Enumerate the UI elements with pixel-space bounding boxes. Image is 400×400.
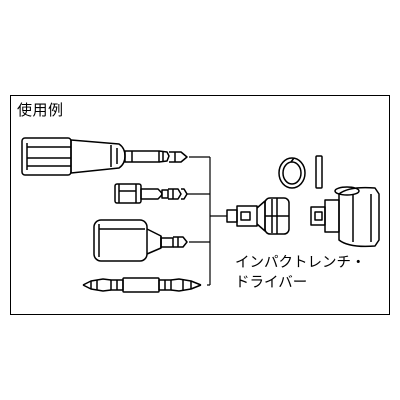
long-socket-adapter-icon — [21, 137, 188, 176]
socket-bit-adapter-icon — [93, 219, 188, 262]
impact-socket-icon — [310, 186, 380, 248]
pin-icon — [315, 155, 323, 189]
connector-lines — [187, 156, 227, 286]
diagram-title: 使用例 — [17, 101, 64, 119]
caption-line-2: ドライバー — [235, 275, 308, 291]
diagram-frame: 使用例 — [10, 95, 390, 315]
tools-illustration — [21, 137, 380, 293]
nut-setter-bit-icon — [114, 183, 188, 204]
double-end-bit-icon — [82, 277, 202, 293]
caption: インパクトレンチ・ ドライバー — [235, 253, 366, 293]
caption-line-1: インパクトレンチ・ — [235, 255, 366, 271]
socket-adapter-icon — [226, 197, 290, 235]
retaining-ring-icon — [278, 157, 306, 189]
